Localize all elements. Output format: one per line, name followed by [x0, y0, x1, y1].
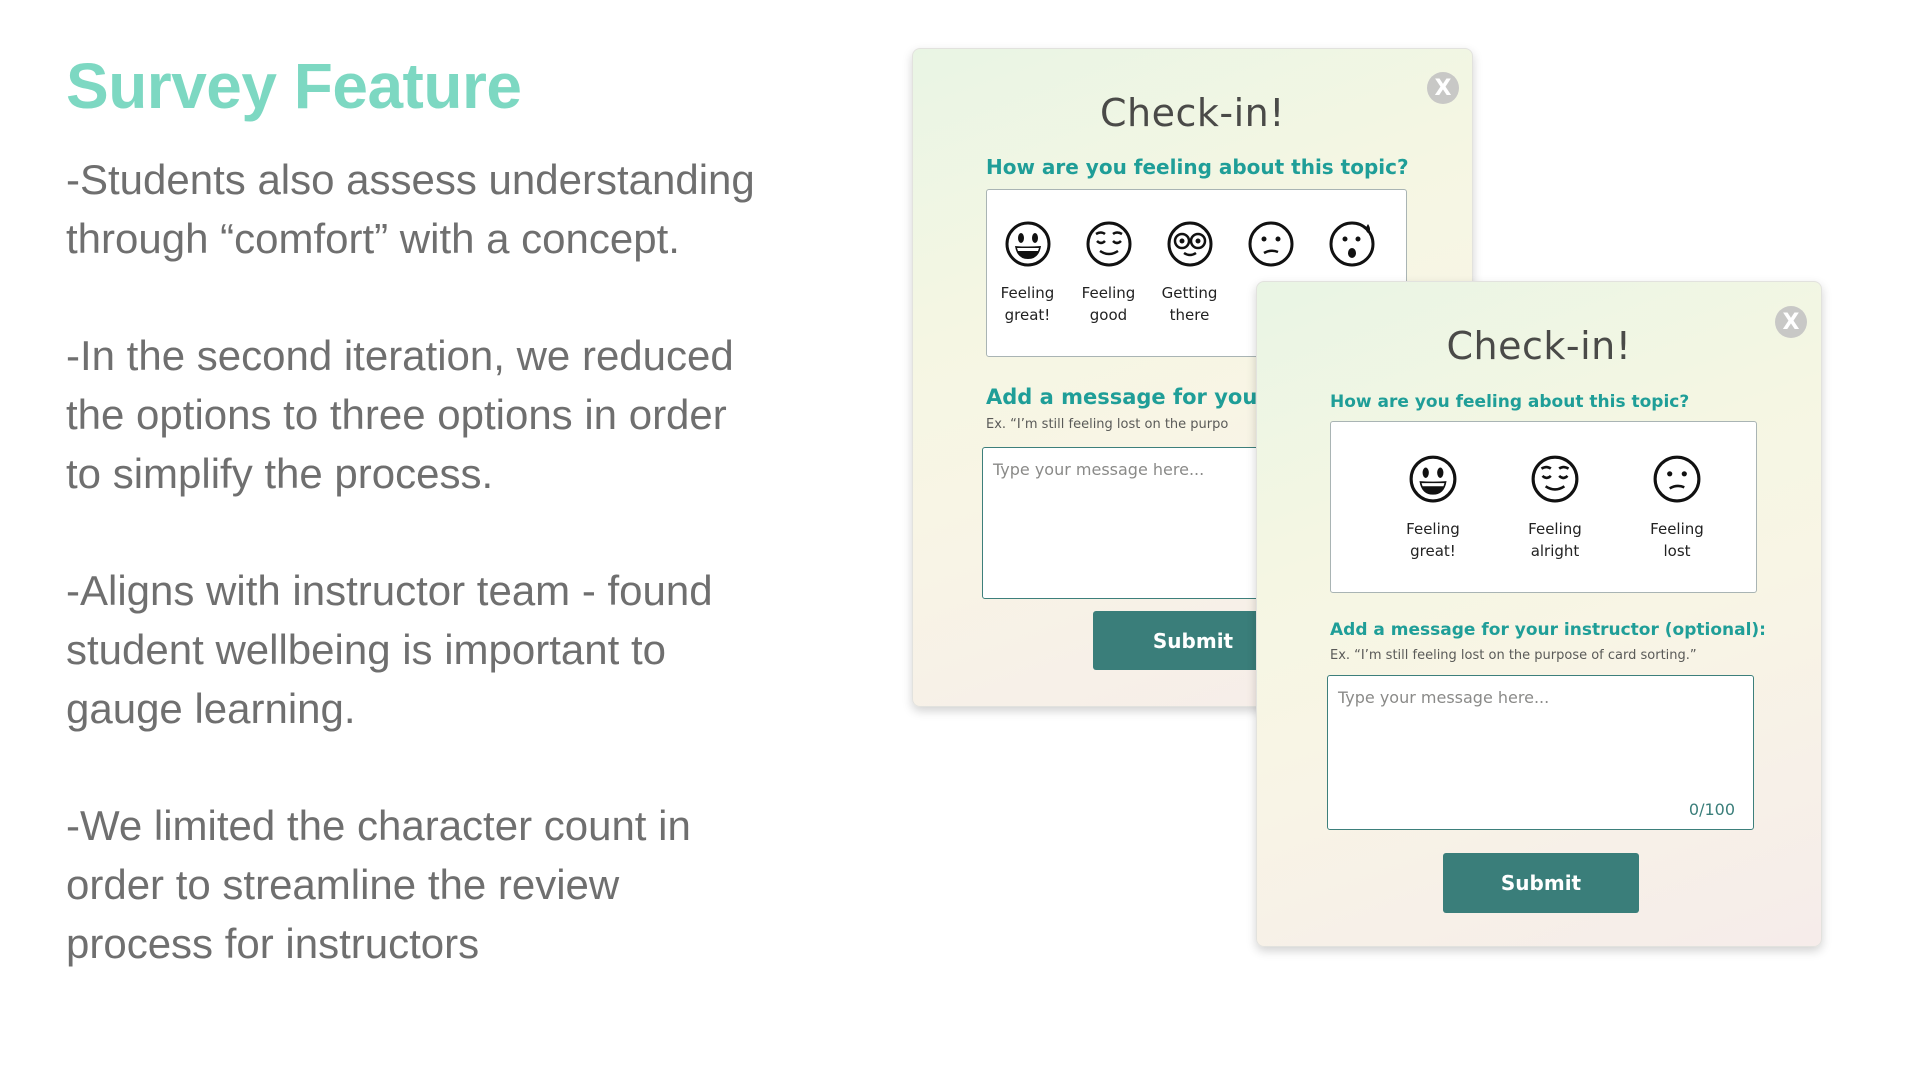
- bullet-wellbeing: -Aligns with instructor team - found stu…: [66, 567, 713, 732]
- close-icon[interactable]: X: [1427, 72, 1459, 104]
- relieved-face-icon: [1531, 455, 1579, 503]
- emoji-option-alright[interactable]: Feeling alright: [1494, 454, 1616, 592]
- feeling-question: How are you feeling about this topic?: [1330, 392, 1690, 412]
- emoji-label: Feeling great!: [1406, 520, 1460, 560]
- relieved-face-icon: [1086, 221, 1131, 267]
- emoji-option-getting-there[interactable]: Getting there: [1149, 220, 1230, 356]
- grinning-face-icon: [1409, 455, 1457, 503]
- bullet-comfort: -Students also assess understanding thro…: [66, 156, 755, 262]
- character-counter: 0/100: [1688, 800, 1735, 819]
- feeling-question: How are you feeling about this topic?: [986, 155, 1409, 179]
- emoji-label: Feeling good: [1081, 284, 1136, 324]
- emoji-label: Feeling lost: [1650, 520, 1704, 560]
- card-heading: Check-in!: [1100, 91, 1285, 135]
- emoji-selector: Feeling great! Feeling alright Feeling l…: [1330, 421, 1757, 593]
- card-heading: Check-in!: [1446, 324, 1632, 368]
- bullet-iteration: -In the second iteration, we reduced the…: [66, 332, 734, 497]
- message-input[interactable]: Type your message here... 0/100: [1327, 675, 1754, 830]
- emoji-option-great[interactable]: Feeling great!: [1372, 454, 1494, 592]
- close-icon[interactable]: X: [1775, 306, 1807, 338]
- emoji-label: Feeling great!: [1000, 284, 1055, 324]
- bullet-character-count: -We limited the character count in order…: [66, 802, 691, 967]
- bullet-list: -Students also assess understanding thro…: [66, 150, 766, 1031]
- emoji-option-anxious[interactable]: [1311, 220, 1392, 356]
- emoji-label: Getting there: [1161, 284, 1218, 324]
- confused-face-icon: [1653, 455, 1701, 503]
- nerd-face-icon: [1167, 221, 1212, 267]
- emoji-label: Feeling alright: [1528, 520, 1582, 560]
- message-title: Add a message for your: [986, 385, 1268, 409]
- checkin-card-v2: X Check-in! How are you feeling about th…: [1256, 281, 1822, 947]
- message-example: Ex. “I’m still feeling lost on the purpo…: [1330, 648, 1697, 663]
- submit-button[interactable]: Submit: [1443, 853, 1639, 913]
- emoji-option-great[interactable]: Feeling great!: [987, 220, 1068, 356]
- message-title: Add a message for your instructor (optio…: [1330, 620, 1766, 640]
- emoji-option-good[interactable]: Feeling good: [1068, 220, 1149, 356]
- grinning-face-icon: [1005, 221, 1050, 267]
- message-example: Ex. “I’m still feeling lost on the purpo: [986, 417, 1229, 432]
- emoji-option-lost[interactable]: Feeling lost: [1616, 454, 1738, 592]
- message-placeholder: Type your message here...: [1338, 688, 1550, 707]
- anxious-face-icon: [1329, 221, 1374, 267]
- slide-title: Survey Feature: [66, 50, 522, 122]
- confused-face-icon: [1248, 221, 1293, 267]
